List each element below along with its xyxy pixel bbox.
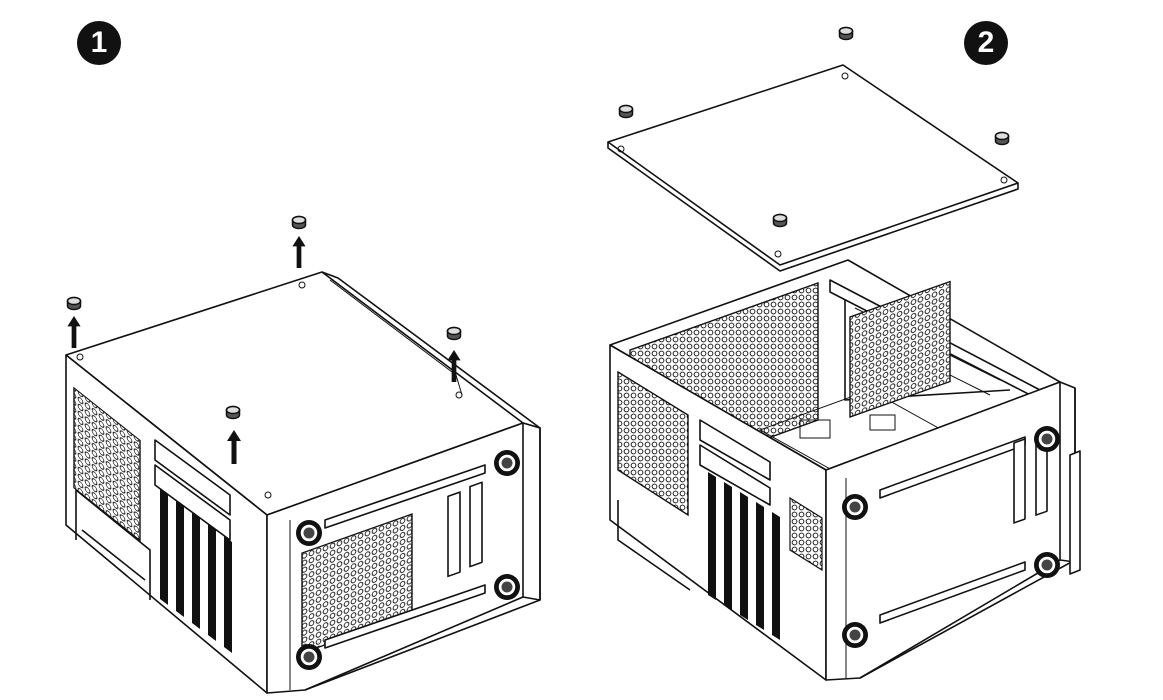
screw-icon xyxy=(291,215,307,230)
open-case xyxy=(607,26,1081,681)
screw-icon xyxy=(66,296,82,311)
step-number: 1 xyxy=(90,26,108,59)
step-number: 2 xyxy=(977,26,995,59)
case-foot-icon xyxy=(493,573,521,601)
case-foot-icon xyxy=(841,621,869,649)
case-foot-icon xyxy=(1033,425,1061,453)
case-foot-icon xyxy=(493,449,521,477)
case-foot-icon xyxy=(841,493,869,521)
case-foot-icon xyxy=(295,519,323,547)
screw-icon xyxy=(618,104,634,119)
up-arrow-icon xyxy=(67,316,81,348)
pci-slots xyxy=(708,472,780,640)
closed-case xyxy=(65,215,541,694)
case-foot-icon xyxy=(295,643,323,671)
lifted-top-panel xyxy=(607,64,1019,266)
pci-slots xyxy=(160,488,232,653)
up-arrow-icon xyxy=(292,236,306,268)
case-foot-icon xyxy=(1033,551,1061,579)
step-badge-2: 2 xyxy=(964,21,1008,65)
screw-icon xyxy=(446,326,462,341)
screw-icon xyxy=(838,26,854,41)
screw-icon xyxy=(225,405,241,420)
step-badge-1: 1 xyxy=(77,21,121,65)
screw-icon xyxy=(994,131,1010,146)
screw-icon xyxy=(772,213,788,228)
